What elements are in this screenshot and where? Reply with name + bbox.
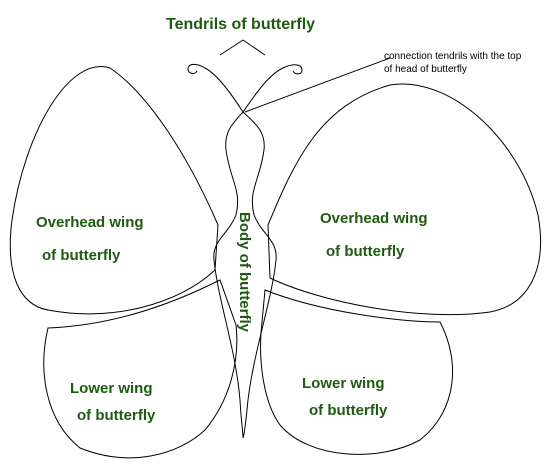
tendrils-pointer-right (242, 39, 266, 56)
overhead-wing-left-label-line2: of butterfly (42, 247, 121, 264)
connection-note-line1: connection tendrils with the top (384, 51, 522, 62)
connection-leader-line (244, 57, 391, 113)
right-tendril (242, 64, 303, 113)
body-label: Body of butterfly (236, 212, 253, 333)
left-lower-wing (43, 279, 238, 459)
tendrils-title: Tendrils of butterfly (166, 16, 315, 33)
butterfly-body (213, 111, 277, 439)
lower-wing-right-label-line2: of butterfly (309, 402, 388, 419)
right-overhead-wing (267, 83, 542, 316)
lower-wing-left-label-line2: of butterfly (77, 407, 156, 424)
lower-wing-right-label-line1: Lower wing (302, 375, 385, 392)
connection-note-line2: of head of butterfly (384, 64, 467, 75)
left-tendril (187, 63, 244, 113)
overhead-wing-right-label-line2: of butterfly (326, 243, 405, 260)
overhead-wing-left-label-line1: Overhead wing (36, 214, 144, 231)
overhead-wing-right-label-line1: Overhead wing (320, 210, 428, 227)
left-overhead-wing (9, 66, 219, 315)
lower-wing-left-label-line1: Lower wing (70, 380, 153, 397)
tendrils-pointer-left (219, 39, 244, 56)
right-lower-wing (260, 289, 454, 455)
